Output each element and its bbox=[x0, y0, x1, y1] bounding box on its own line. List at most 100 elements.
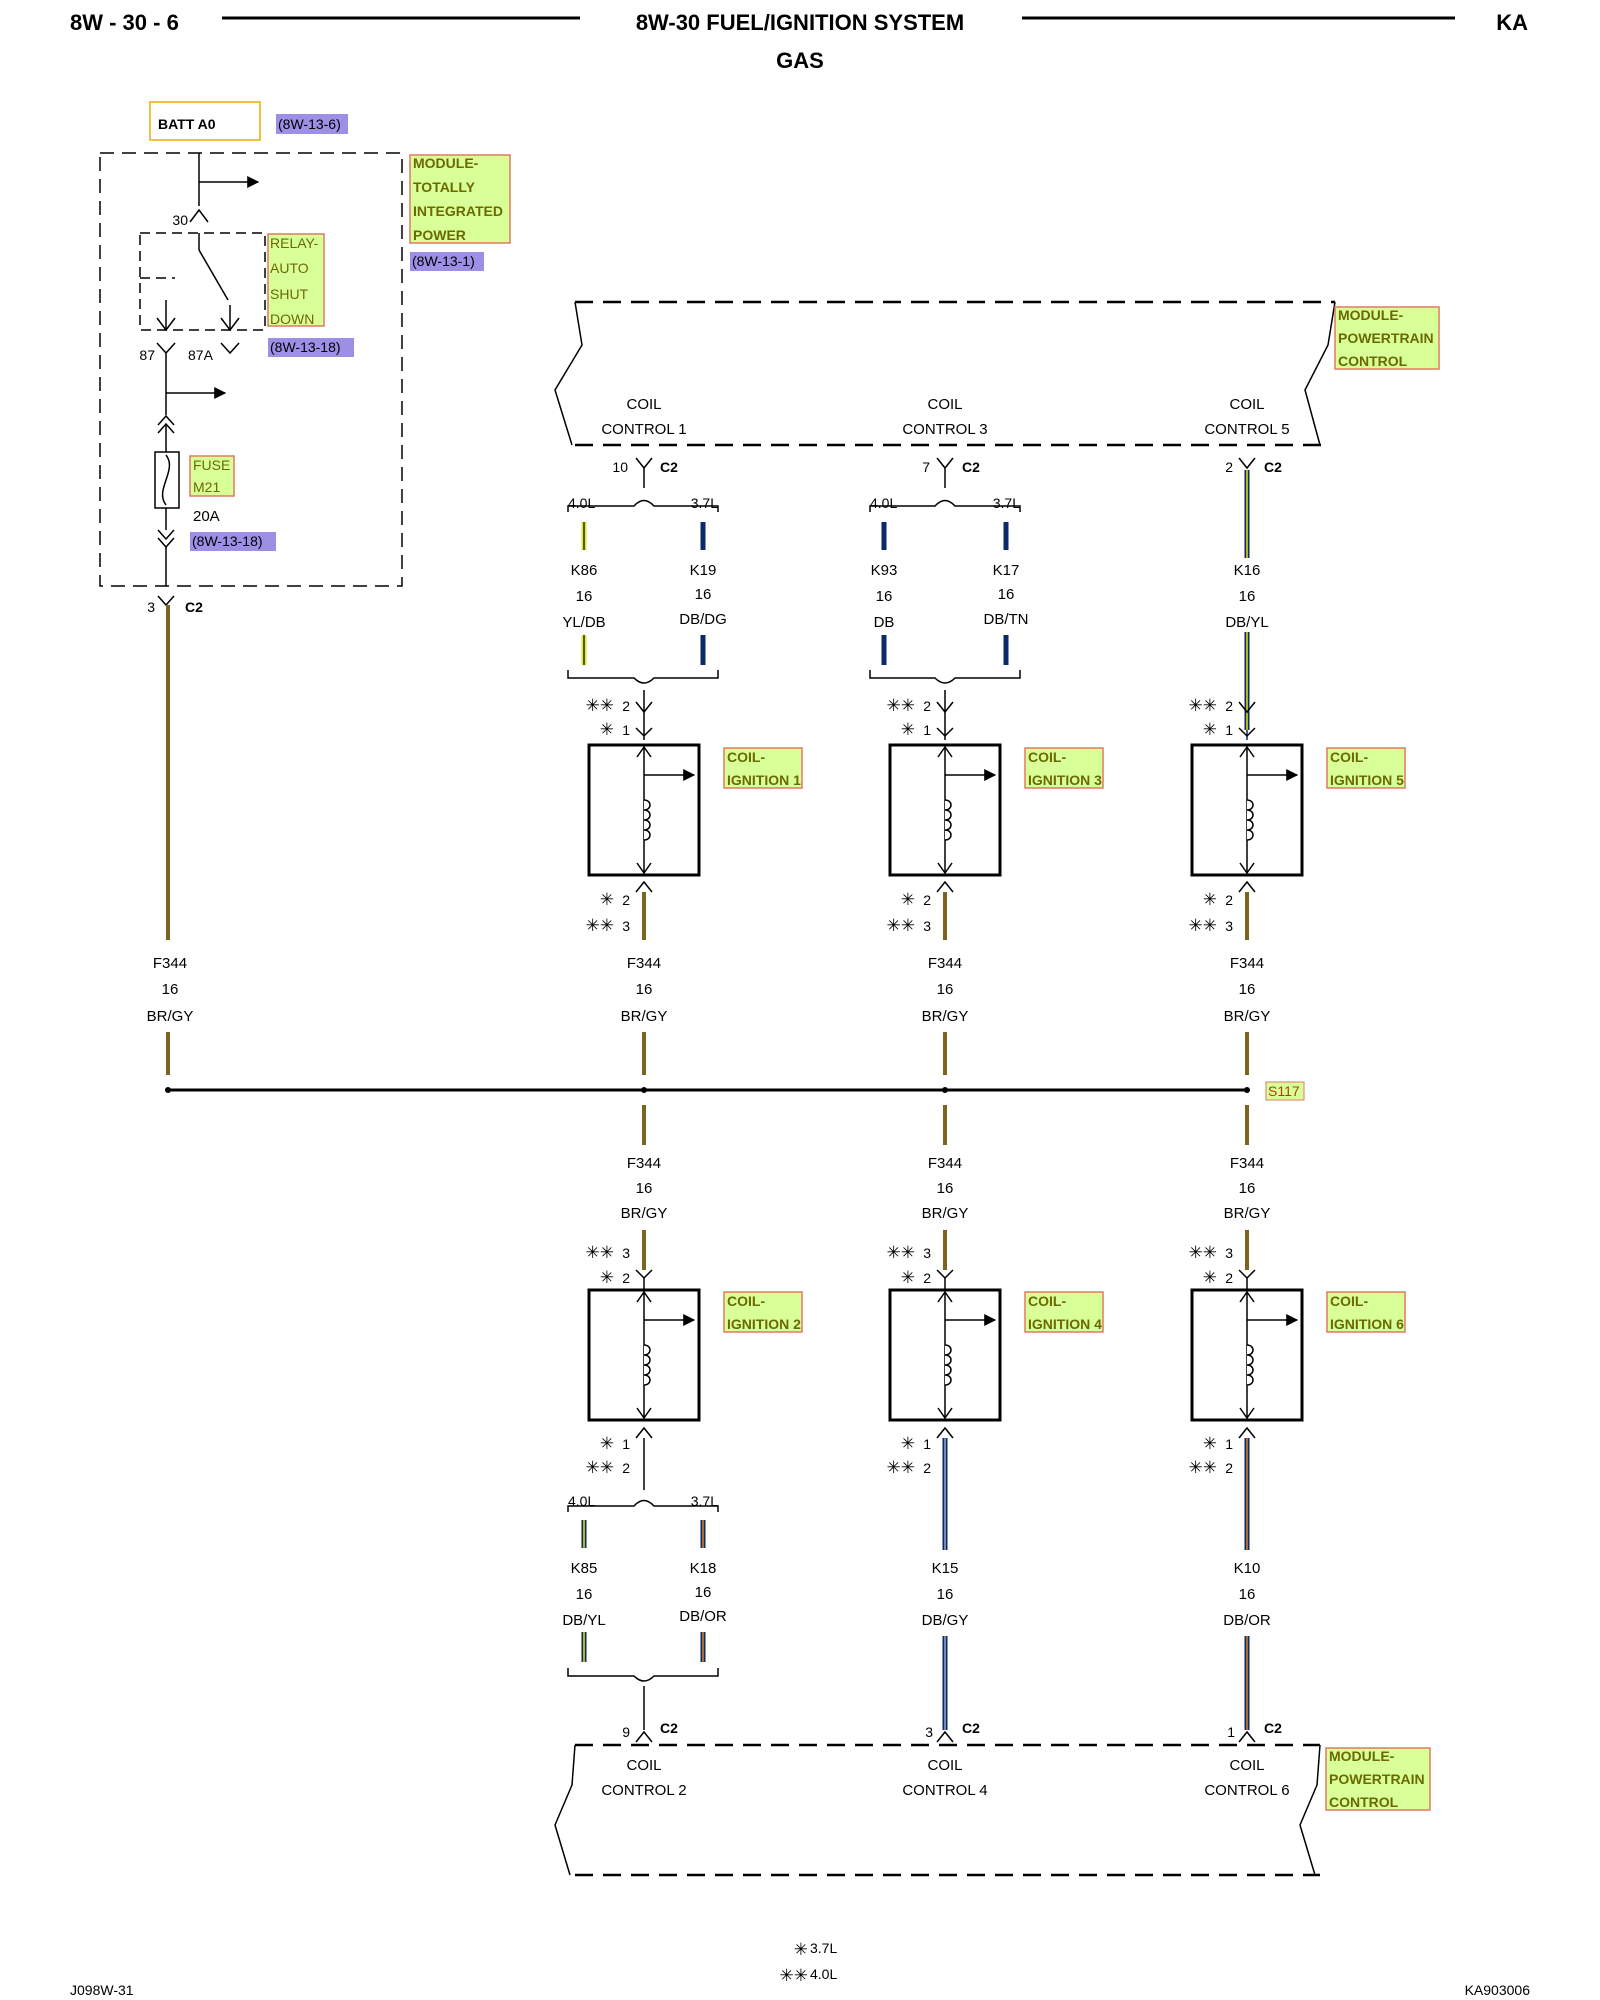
coil-pin-number: 2 bbox=[622, 1270, 630, 1286]
coil-pin-number: 3 bbox=[923, 918, 931, 934]
wire-k10-color: DB/OR bbox=[1223, 1612, 1271, 1629]
fuse-label-bg bbox=[189, 455, 235, 497]
relay-box bbox=[139, 232, 266, 331]
tipm-label-3: INTEGRATED bbox=[413, 203, 503, 219]
relay-label-2: AUTO bbox=[270, 260, 309, 276]
coil-label-line2: IGNITION 4 bbox=[1028, 1316, 1102, 1332]
coil-label-line2: IGNITION 2 bbox=[727, 1316, 801, 1332]
feed-wire-color: BR/GY bbox=[621, 1008, 668, 1025]
fuse-label-2: M21 bbox=[193, 479, 220, 495]
coil-label: COIL-IGNITION 3 bbox=[1024, 747, 1104, 789]
fuse-ref-link[interactable]: (8W-13-18) bbox=[192, 533, 263, 549]
coil-label-line1: COIL- bbox=[1028, 1293, 1066, 1309]
power-wire-circuit: F344 bbox=[153, 955, 187, 972]
feed-wire-gauge: 16 bbox=[937, 1180, 954, 1197]
splice-label: S117 bbox=[1268, 1083, 1300, 1099]
pcm-pin-9: 9 bbox=[622, 1724, 630, 1740]
coil-pin-number: 2 bbox=[923, 892, 931, 908]
coil-label-line1: COIL- bbox=[1330, 749, 1368, 765]
coil-pin-sym: ✳✳ bbox=[887, 696, 916, 715]
top-option-brackets: 4.0L 3.7L 4.0L 3.7L bbox=[567, 495, 1021, 730]
splice-label-bg bbox=[1265, 1081, 1305, 1101]
power-wire-gauge: 16 bbox=[162, 981, 179, 998]
coil-pin-sym: ✳✳ bbox=[887, 1243, 916, 1262]
page-code: 8W - 30 - 6 bbox=[70, 10, 179, 35]
coil-pin-number: 1 bbox=[923, 1436, 931, 1452]
relay-label-1: RELAY- bbox=[270, 235, 319, 251]
tipm-out-conn: C2 bbox=[185, 599, 203, 615]
coil-pin-sym: ✳ bbox=[901, 890, 915, 909]
coil-pin-sym: ✳✳ bbox=[1189, 1458, 1218, 1477]
coil-pin-number: 1 bbox=[622, 722, 630, 738]
pcm-top-label-2: POWERTRAIN bbox=[1338, 330, 1434, 346]
wire-k10-gauge: 16 bbox=[1239, 1586, 1256, 1603]
wire-k16-circuit: K16 bbox=[1234, 562, 1261, 579]
wire-k17-color: DB/TN bbox=[984, 611, 1029, 628]
coil-pin-number: 3 bbox=[1225, 918, 1233, 934]
fuse-rating: 20A bbox=[193, 508, 220, 525]
wire-k85-circuit: K85 bbox=[571, 1560, 598, 1577]
coil-label: COIL- IGNITION 1 bbox=[723, 747, 803, 789]
feed-wire-color: BR/GY bbox=[922, 1008, 969, 1025]
pcm-conn-c2-1: C2 bbox=[660, 459, 678, 475]
relay-label-bg bbox=[267, 233, 325, 327]
wire-k19-gauge: 16 bbox=[695, 586, 712, 603]
wire-k85-gauge: 16 bbox=[576, 1586, 593, 1603]
feed-wire-gauge: 16 bbox=[1239, 1180, 1256, 1197]
legend-symbol-2: ✳✳ bbox=[780, 1966, 809, 1985]
coil-control-2-line1: COIL bbox=[626, 1757, 661, 1774]
batt-ref-link[interactable]: (8W-13-6) bbox=[278, 116, 341, 132]
fuse-label-1: FUSE bbox=[193, 457, 230, 473]
coil-pin-number: 1 bbox=[923, 722, 931, 738]
top-wire-labels: K86 16 YL/DB K19 16 DB/DG K93 16 DB K17 … bbox=[562, 558, 1276, 632]
feed-wire-circuit: F344 bbox=[1230, 955, 1264, 972]
coil-pin-number: 3 bbox=[622, 1245, 630, 1261]
opt-4-0l-a: 4.0L bbox=[568, 495, 595, 511]
wire-k93-color: DB bbox=[874, 614, 895, 631]
wire-k85-color: DB/YL bbox=[562, 1612, 605, 1629]
wire-k16-color: DB/YL bbox=[1225, 614, 1268, 631]
pcm-top-label-1: MODULE- bbox=[1338, 307, 1404, 323]
coil-pin-number: 2 bbox=[622, 892, 630, 908]
ignition-coil-top-1 bbox=[587, 743, 701, 877]
relay-ref-link[interactable]: (8W-13-18) bbox=[270, 339, 341, 355]
coil-pin-number: 2 bbox=[1225, 1270, 1233, 1286]
batt-label: BATT A0 bbox=[158, 116, 216, 132]
model-code: KA bbox=[1496, 10, 1528, 35]
coil-pin-sym: ✳✳ bbox=[887, 916, 916, 935]
coil-control-4-line2: CONTROL 4 bbox=[902, 1782, 987, 1799]
ignition-coil-bottom-1 bbox=[587, 1288, 701, 1422]
pcm-top: MODULE- POWERTRAIN CONTROL COIL CONTROL … bbox=[554, 300, 1440, 447]
wire-k16-gauge: 16 bbox=[1239, 588, 1256, 605]
relay-ref-bg bbox=[268, 338, 354, 357]
opt-4-0l-b: 4.0L bbox=[870, 495, 897, 511]
pcm-bottom-label-bg bbox=[1325, 1747, 1431, 1811]
legend-symbol-1: ✳ bbox=[794, 1940, 808, 1959]
coil-pin-number: 1 bbox=[1225, 1436, 1233, 1452]
wire-k18-color: DB/OR bbox=[679, 1608, 727, 1625]
coil-pin-number: 2 bbox=[923, 698, 931, 714]
tipm-label-4: POWER bbox=[413, 227, 466, 243]
coil-pin-sym: ✳ bbox=[1203, 1268, 1217, 1287]
pcm-conn-c2-6: C2 bbox=[1264, 1720, 1282, 1736]
wire-k17-gauge: 16 bbox=[998, 586, 1015, 603]
wire-k19-color: DB/DG bbox=[679, 611, 727, 628]
pcm-top-label-3: CONTROL bbox=[1338, 353, 1408, 369]
opt-3-7l-b: 3.7L bbox=[993, 495, 1020, 511]
coil-label: COIL- IGNITION 4 bbox=[1024, 1291, 1104, 1333]
opt-3-7l-c: 3.7L bbox=[691, 1493, 718, 1509]
page-header: 8W - 30 - 6 8W-30 FUEL/IGNITION SYSTEM K… bbox=[70, 10, 1528, 73]
footer-left-code: J098W-31 bbox=[70, 1982, 134, 1998]
coil-pin-number: 2 bbox=[1225, 892, 1233, 908]
tipm-label-1: MODULE- bbox=[413, 155, 479, 171]
coil-label-line2: IGNITION 1 bbox=[727, 772, 801, 788]
tipm-ref-link[interactable]: (8W-13-1) bbox=[412, 253, 475, 269]
coil-pin-number: 2 bbox=[923, 1460, 931, 1476]
legend-text-2: 4.0L bbox=[810, 1966, 837, 1982]
relay-pin-87a: 87A bbox=[188, 347, 214, 363]
coil-label-line1: COIL- bbox=[727, 749, 765, 765]
coil-control-6-line1: COIL bbox=[1229, 1757, 1264, 1774]
coil-pin-number: 2 bbox=[1225, 698, 1233, 714]
feed-wire-color: BR/GY bbox=[1224, 1205, 1271, 1222]
